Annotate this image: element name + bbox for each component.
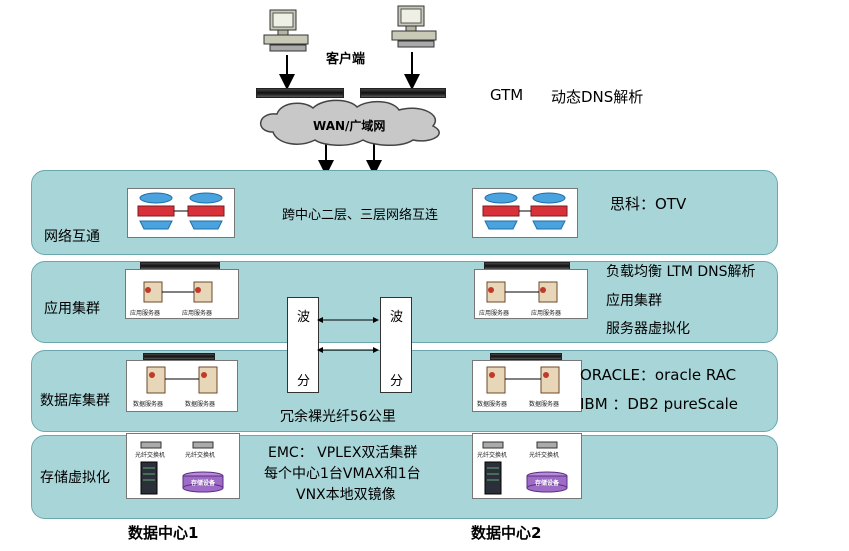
router-firewall-icon <box>482 192 568 230</box>
fc-switch-caption-1: 光纤交换机 <box>477 452 508 459</box>
app-right-text-2: 应用集群 <box>606 293 662 309</box>
wdm-box-dc1: 波 分 <box>287 297 319 393</box>
app-server-caption-1: 应用服务器 <box>130 310 161 317</box>
app-server-icon <box>143 281 213 303</box>
db-right-text-2: IBM ：DB2 pureScale <box>580 395 739 413</box>
app-right-text-1: 负载均衡 LTM DNS解析 <box>606 264 756 280</box>
fc-switch-caption-1: 光纤交换机 <box>135 452 166 459</box>
fc-switch-caption-2: 光纤交换机 <box>529 452 560 459</box>
wdm-links <box>317 317 379 353</box>
db-server-caption-2: 数据服务器 <box>529 401 560 408</box>
router-firewall-icon <box>137 192 225 230</box>
gtm-label: GTM <box>490 86 524 104</box>
row-title-storage: 存储虚拟化 <box>40 470 110 486</box>
db-panel-dc2: 数据服务器 数据服务器 <box>472 360 582 412</box>
db-switch-dc2 <box>490 353 562 360</box>
storage-caption: 存储设备 <box>535 480 560 487</box>
storage-caption: 存储设备 <box>191 480 216 487</box>
app-server-caption-1: 应用服务器 <box>479 310 510 317</box>
db-panel-dc1: 数据服务器 数据服务器 <box>126 360 238 412</box>
row-title-app: 应用集群 <box>44 301 100 317</box>
storage-text-1: EMC： VPLEX双活集群 <box>268 445 418 461</box>
client-label: 客户端 <box>326 52 366 67</box>
app-server-caption-2: 应用服务器 <box>531 310 562 317</box>
network-center-text: 跨中心二层、三层网络互连 <box>282 208 439 223</box>
wdm-char-1: 波 <box>390 310 404 325</box>
storage-text-3: VNX本地双镜像 <box>296 487 396 503</box>
wdm-char-2: 分 <box>390 374 404 389</box>
storage-text-2: 每个中心1台VMAX和1台 <box>264 466 421 482</box>
wdm-char-2: 分 <box>297 374 311 389</box>
client-computer-2-icon <box>391 5 437 48</box>
datacenter-2-label: 数据中心2 <box>471 524 542 542</box>
storage-equipment-icon <box>482 441 568 495</box>
wan-label: WAN/广域网 <box>313 119 386 133</box>
storage-equipment-icon <box>140 441 224 495</box>
network-right-text: 思科：OTV <box>610 195 687 213</box>
gtm-device-left <box>256 88 344 98</box>
db-server-caption-1: 数据服务器 <box>133 401 164 408</box>
db-server-icon <box>146 366 218 394</box>
client-computer-1-icon <box>263 9 309 52</box>
wdm-box-dc2: 波 分 <box>380 297 412 393</box>
wan-cloud-icon <box>260 99 440 146</box>
network-panel-dc1 <box>127 188 235 238</box>
datacenter-1-label: 数据中心1 <box>128 524 199 542</box>
app-panel-dc1: 应用服务器 应用服务器 <box>125 269 239 319</box>
row-title-network: 网络互通 <box>44 229 100 245</box>
row-title-db: 数据库集群 <box>40 393 110 409</box>
fc-switch-caption-2: 光纤交换机 <box>185 452 216 459</box>
gtm-desc: 动态DNS解析 <box>551 88 644 106</box>
network-panel-dc2 <box>472 188 578 238</box>
app-panel-dc2: 应用服务器 应用服务器 <box>474 269 588 319</box>
storage-panel-dc1: 光纤交换机 光纤交换机 存储设备 <box>126 433 240 499</box>
gtm-device-right <box>360 88 446 98</box>
app-right-text-3: 服务器虚拟化 <box>606 321 690 337</box>
wdm-char-1: 波 <box>297 310 311 325</box>
app-server-icon <box>486 281 558 303</box>
db-server-icon <box>486 366 560 394</box>
db-fiber-text: 冗余裸光纤56公里 <box>280 409 396 425</box>
storage-panel-dc2: 光纤交换机 光纤交换机 存储设备 <box>472 433 582 499</box>
db-switch-dc1 <box>143 353 215 360</box>
db-server-caption-1: 数据服务器 <box>477 401 508 408</box>
db-right-text-1: ORACLE：oracle RAC <box>580 366 737 384</box>
app-server-caption-2: 应用服务器 <box>182 310 213 317</box>
db-server-caption-2: 数据服务器 <box>185 401 216 408</box>
